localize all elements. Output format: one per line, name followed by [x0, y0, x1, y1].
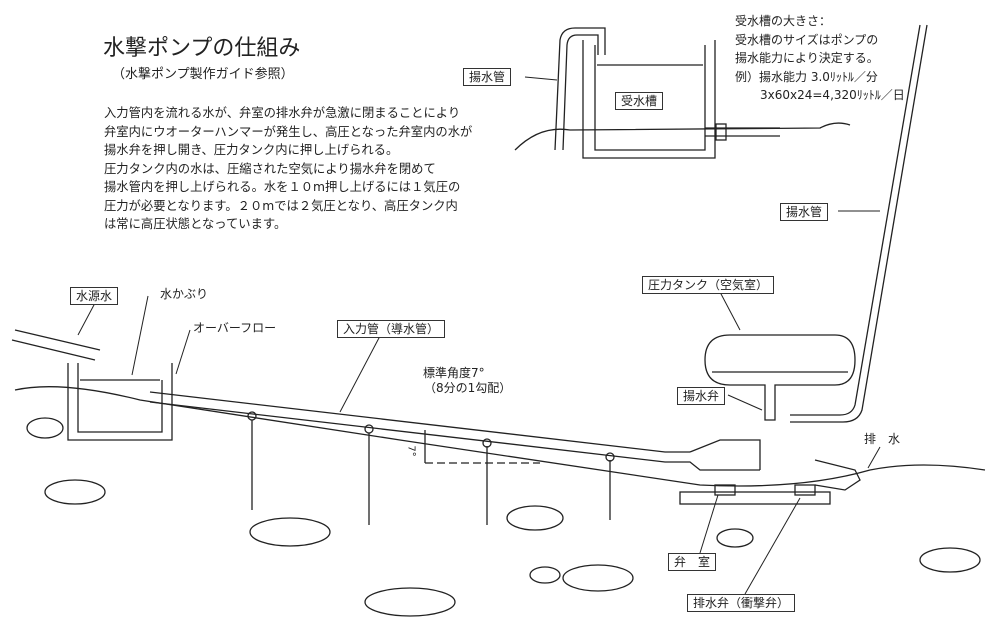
pipe-supports	[247, 411, 615, 525]
input-pipe	[149, 391, 760, 471]
description-line: 揚水管内を押し上げられる。水を１０m押し上げるには１気圧の	[104, 180, 461, 194]
note-line: 例）揚水能力 3.0ﾘｯﾄﾙ／分	[735, 69, 878, 84]
lift-pipe-right	[790, 24, 928, 423]
description-line: 圧力タンク内の水は、圧縮された空気により揚水弁を閉めて	[104, 161, 436, 176]
upper-ground	[514, 122, 851, 151]
note-line: 揚水能力により決定する。	[735, 51, 879, 65]
page-subtitle: （水撃ポンプ製作ガイド参照）	[112, 67, 294, 82]
label-slope: （8分の1勾配）	[424, 381, 512, 395]
lift-pipe-upper	[554, 27, 606, 151]
label-lift-valve: 揚水弁	[677, 387, 726, 405]
ground-line	[14, 386, 986, 487]
pointer-lines	[77, 76, 881, 595]
label-lift-pipe-right: 揚水管	[780, 203, 829, 221]
description-line: 圧力が必要となります。２０mでは２気圧となり、高圧タンク内	[104, 198, 458, 213]
note-line: 3x60x24=4,320ﾘｯﾄﾙ／日	[760, 88, 905, 102]
note-line: 受水槽の大きさ：	[735, 14, 832, 28]
description: 入力管内を流れる水が、弁室の排水弁が急激に閉まることにより 弁室内にウオーターハ…	[104, 104, 472, 234]
label-receiving-tank: 受水槽	[615, 92, 664, 110]
label-pressure-tank: 圧力タンク（空気室）	[642, 276, 775, 294]
tank-size-note: 受水槽の大きさ： 受水槽のサイズはポンプの 揚水能力により決定する。 例）揚水能…	[735, 12, 905, 105]
description-line: 揚水弁を押し開き、圧力タンク内に押し上げられる。	[104, 143, 399, 157]
label-drain: 排 水	[864, 432, 901, 446]
label-lift-pipe-left: 揚水管	[463, 68, 512, 86]
description-line: 弁室内にウオーターハンマーが発生し、高圧となった弁室内の水が	[104, 124, 473, 139]
source-tank	[67, 363, 173, 441]
label-water-source: 水源水	[70, 287, 119, 305]
label-drain-valve: 排水弁（衝撃弁）	[687, 594, 796, 612]
description-line: 入力管内を流れる水が、弁室の排水弁が急激に閉まることにより	[104, 106, 461, 120]
note-line: 受水槽のサイズはポンプの	[735, 32, 879, 47]
label-input-pipe: 入力管（導水管）	[337, 320, 446, 338]
label-valve-chamber: 弁 室	[668, 553, 717, 571]
pressure-tank	[704, 334, 856, 421]
label-angle: 標準角度7°	[423, 366, 485, 380]
rocks	[26, 417, 981, 617]
receiving-tank	[582, 40, 716, 159]
label-overflow: オーバーフロー	[193, 321, 277, 335]
description-line: は常に高圧状態となっています。	[104, 217, 287, 231]
page-title: 水撃ポンプの仕組み	[103, 36, 301, 61]
valve-chamber-base	[679, 491, 831, 505]
label-angle-mark: 7°	[405, 445, 417, 457]
label-water-cover: 水かぶり	[160, 287, 209, 301]
